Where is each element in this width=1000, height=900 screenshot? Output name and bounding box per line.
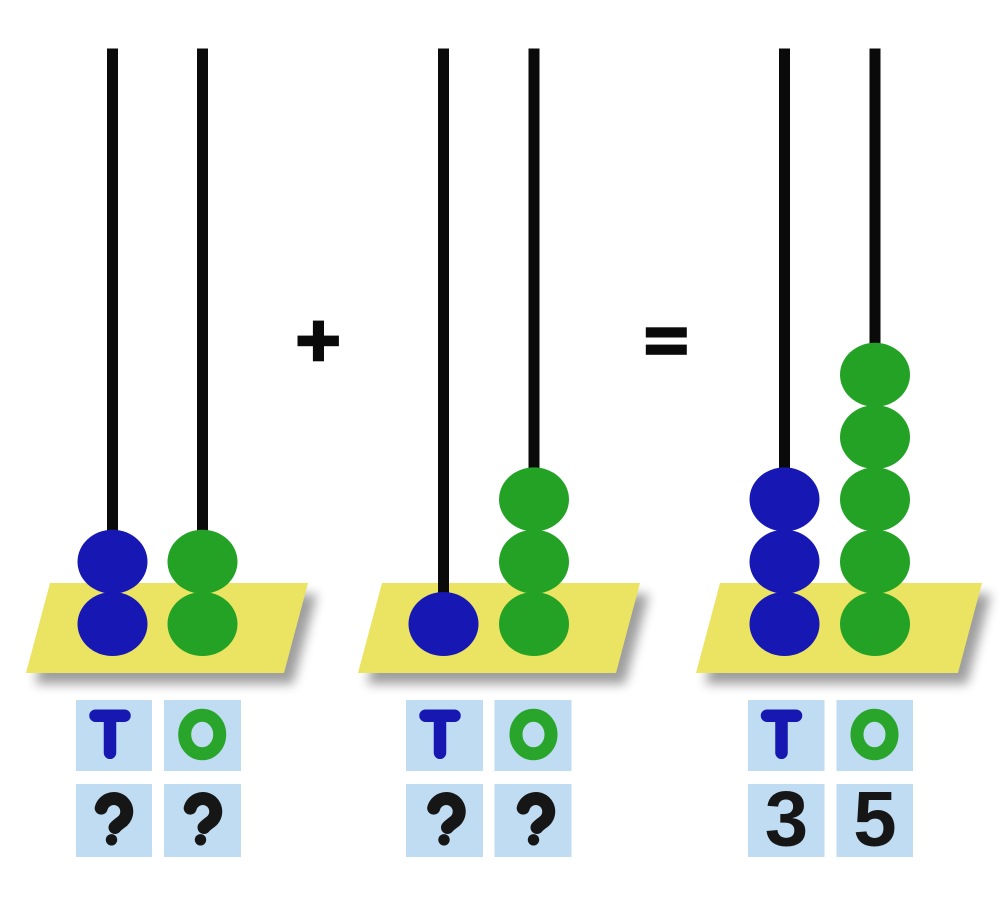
svg-text:5: 5 xyxy=(853,775,896,863)
svg-text:3: 3 xyxy=(765,775,808,863)
